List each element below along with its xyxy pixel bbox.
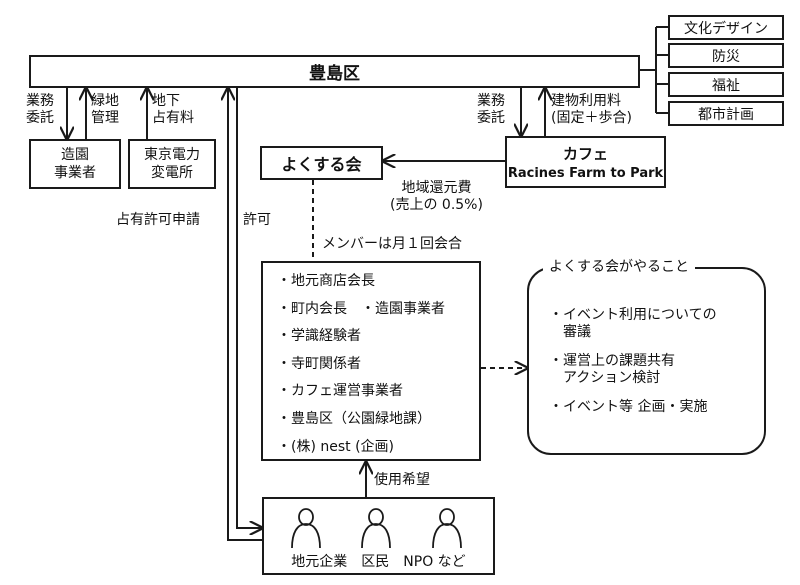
label-senyu-kyoka-shinsei: 占有許可申請 bbox=[116, 212, 200, 228]
dept-label: 防災 bbox=[712, 48, 740, 65]
dept-label: 文化デザイン bbox=[684, 20, 768, 37]
label-kyoka: 許可 bbox=[243, 212, 271, 228]
member-item: ・町内会長 ・造園事業者 bbox=[277, 300, 445, 317]
label-chika-senyu: 地下 占有料 bbox=[152, 93, 194, 126]
dept-box-culture: 文化デザイン bbox=[668, 15, 784, 40]
arrow-senyu-kyoka-shinsei bbox=[228, 88, 262, 541]
activities-box: ・イベント利用についての 審議 ・運営上の課題共有 アクション検討 ・イベント等… bbox=[527, 267, 766, 455]
member-item: ・地元商店会長 bbox=[277, 273, 375, 289]
dept-box-disaster: 防災 bbox=[668, 43, 784, 68]
person-icon bbox=[361, 508, 391, 549]
activity-item: ・運営上の課題共有 アクション検討 bbox=[549, 353, 675, 386]
member-list: ・地元商店会長 ・町内会長 ・造園事業者 ・学識経験者 ・寺町関係者 ・カフェ運… bbox=[277, 268, 479, 461]
label-gyomu-itaku-left: 業務 委託 bbox=[26, 93, 54, 126]
member-item: ・寺町関係者 bbox=[277, 355, 361, 372]
person-icon bbox=[432, 508, 462, 549]
yokusuru-label: よくする会 bbox=[281, 155, 362, 174]
toshima-ward-label: 豊島区 bbox=[309, 64, 360, 84]
yokusuru-box: よくする会 bbox=[260, 146, 383, 180]
cafe-box: カフェ Racines Farm to Park bbox=[505, 136, 666, 188]
dept-box-urban: 都市計画 bbox=[668, 101, 784, 126]
label-gyomu-itaku-right: 業務 委託 bbox=[477, 93, 505, 126]
cafe-title: カフェ bbox=[562, 145, 608, 163]
label-tatemono-riyoryo: 建物利用料 (固定＋歩合) bbox=[551, 93, 632, 126]
cafe-subtitle: Racines Farm to Park bbox=[507, 166, 664, 181]
label-chiiki-kangen: 地域還元費 (売上の 0.5%) bbox=[390, 180, 483, 213]
label-ryokuchi-kanri: 緑地 管理 bbox=[91, 93, 119, 126]
dept-label: 都市計画 bbox=[698, 106, 754, 123]
activities-list: ・イベント利用についての 審議 ・運営上の課題共有 アクション検討 ・イベント等… bbox=[549, 307, 764, 416]
landscaper-label: 造園 事業者 bbox=[54, 147, 96, 181]
tepco-box: 東京電力 変電所 bbox=[128, 139, 216, 189]
toshima-ward-bar: 豊島区 bbox=[29, 55, 640, 88]
member-item: ・豊島区（公園緑地課） bbox=[277, 410, 431, 427]
dept-label: 福祉 bbox=[712, 77, 740, 94]
tepco-label: 東京電力 変電所 bbox=[144, 147, 200, 181]
users-box: 地元企業 区民 NPO など bbox=[262, 497, 495, 575]
member-item: ・学識経験者 bbox=[277, 328, 361, 345]
arrow-kyoka bbox=[236, 88, 262, 528]
users-label: 地元企業 区民 NPO など bbox=[291, 554, 466, 570]
member-box: ・地元商店会長 ・町内会長 ・造園事業者 ・学識経験者 ・寺町関係者 ・カフェ運… bbox=[261, 261, 481, 461]
label-member-meeting: メンバーは月１回会合 bbox=[322, 236, 462, 252]
dept-box-welfare: 福祉 bbox=[668, 72, 784, 97]
person-icon bbox=[291, 508, 321, 549]
member-item: ・(株) nest (企画) bbox=[277, 438, 395, 455]
activity-item: ・イベント利用についての 審議 bbox=[549, 307, 717, 340]
landscaper-box: 造園 事業者 bbox=[29, 139, 121, 189]
activities-title: よくする会がやること bbox=[543, 258, 695, 276]
member-item: ・カフェ運営事業者 bbox=[277, 383, 403, 400]
activity-item: ・イベント等 企画・実施 bbox=[549, 399, 708, 415]
label-shiyo-kibo: 使用希望 bbox=[374, 472, 430, 488]
